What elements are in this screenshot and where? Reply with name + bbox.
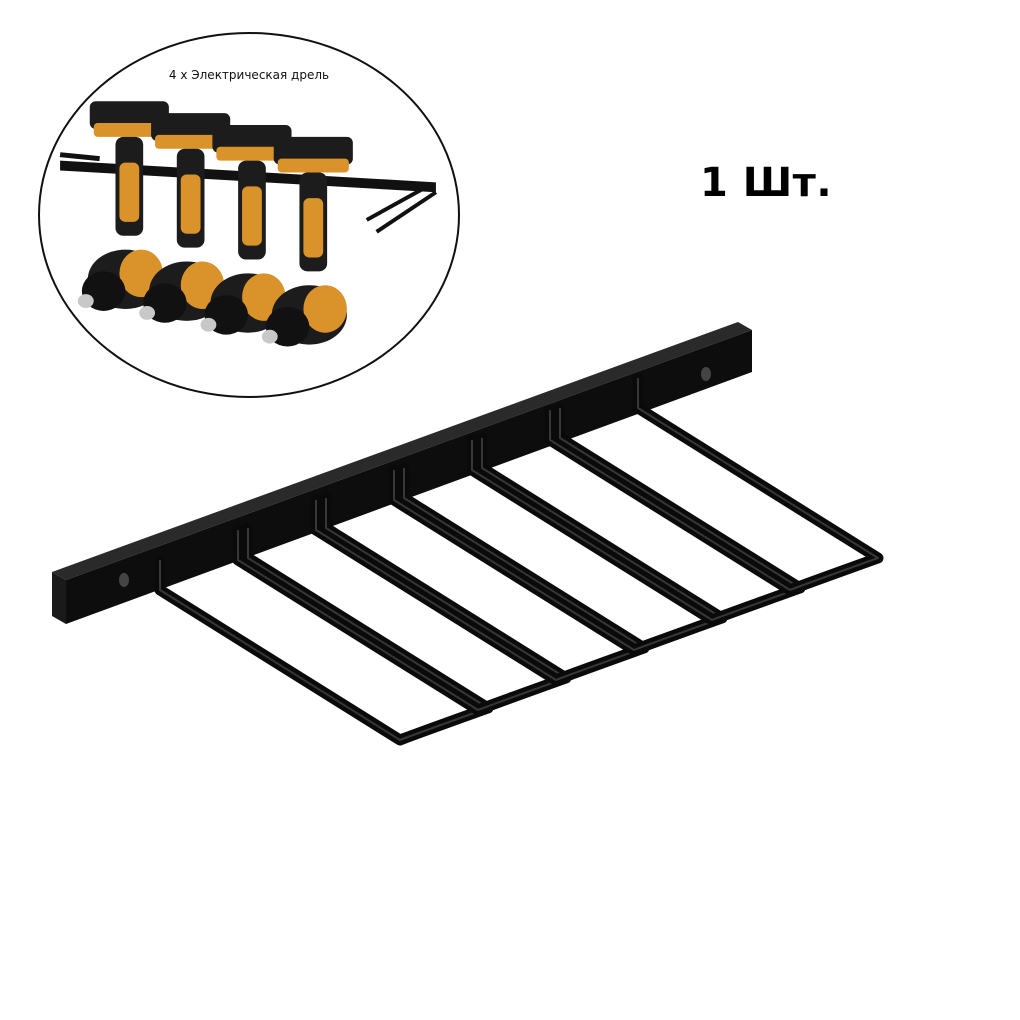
mount-hole: [701, 367, 711, 381]
quantity-label: 1 Шт.: [700, 160, 833, 206]
drill: [261, 136, 353, 347]
inset-caption: 4 x Электрическая дрель: [168, 68, 330, 82]
drill: [139, 113, 231, 323]
mount-hole: [119, 573, 129, 587]
drills-illustration: [59, 101, 438, 347]
hangers-group: [154, 372, 884, 746]
usage-inset-circle: 4 x Электрическая дрель: [38, 32, 460, 398]
drills-group: [77, 101, 353, 347]
drill: [200, 124, 292, 335]
hanger-loop: [544, 372, 884, 596]
drill: [77, 101, 169, 311]
